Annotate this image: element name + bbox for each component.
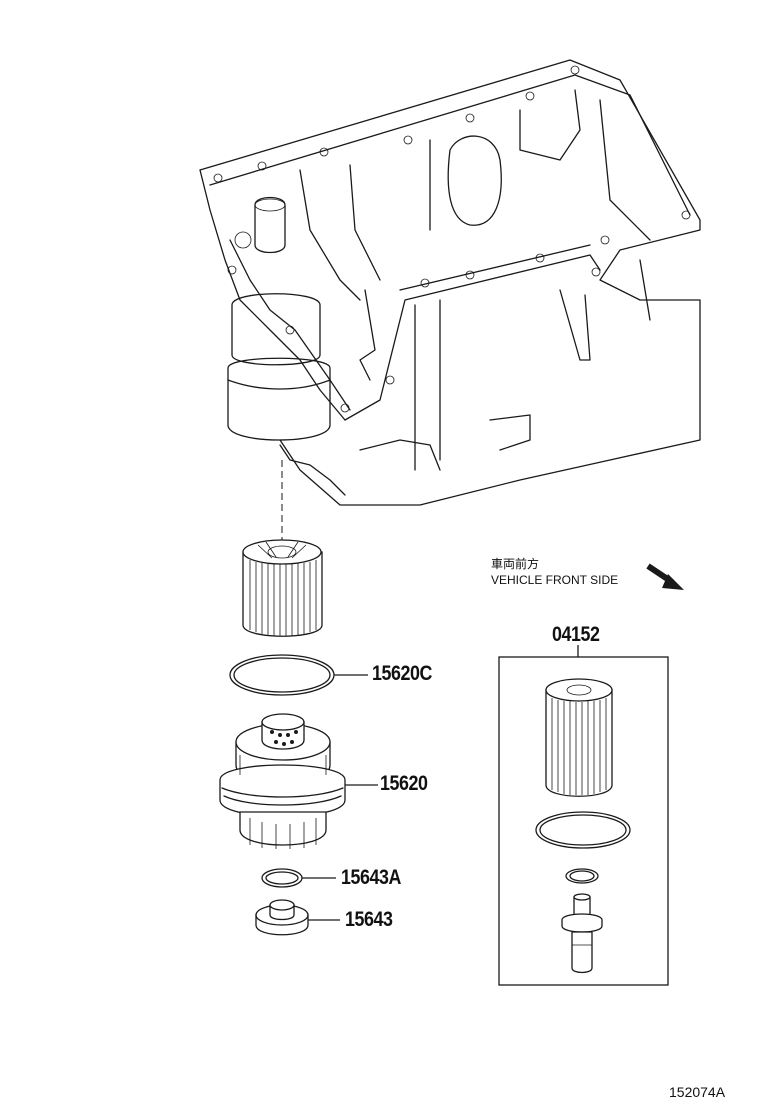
part-label-15620: 15620	[380, 772, 428, 795]
oil-filter-cap	[219, 713, 346, 849]
part-label-15643a: 15643A	[341, 866, 401, 889]
kit-gasket-large	[535, 811, 631, 849]
gasket-15643a	[261, 868, 303, 888]
direction-label-en: VEHICLE FRONT SIDE	[491, 573, 619, 587]
oil-filter-element	[242, 539, 323, 637]
kit-drain-pipe	[561, 893, 603, 974]
reference-code: 152074A	[669, 1084, 726, 1100]
kit-box	[498, 656, 669, 986]
gasket-15620c	[229, 654, 335, 696]
kit-filter-element	[545, 678, 613, 797]
kit-gasket-small	[565, 868, 599, 884]
part-label-15643: 15643	[345, 908, 393, 931]
part-label-15620c: 15620C	[372, 662, 432, 685]
direction-label-jp: 車両前方	[491, 557, 540, 571]
part-label-04152: 04152	[552, 623, 600, 646]
arrow-down-right-icon	[646, 563, 684, 590]
drain-plug-15643	[255, 899, 309, 936]
oil-pan-illustration	[199, 59, 701, 506]
